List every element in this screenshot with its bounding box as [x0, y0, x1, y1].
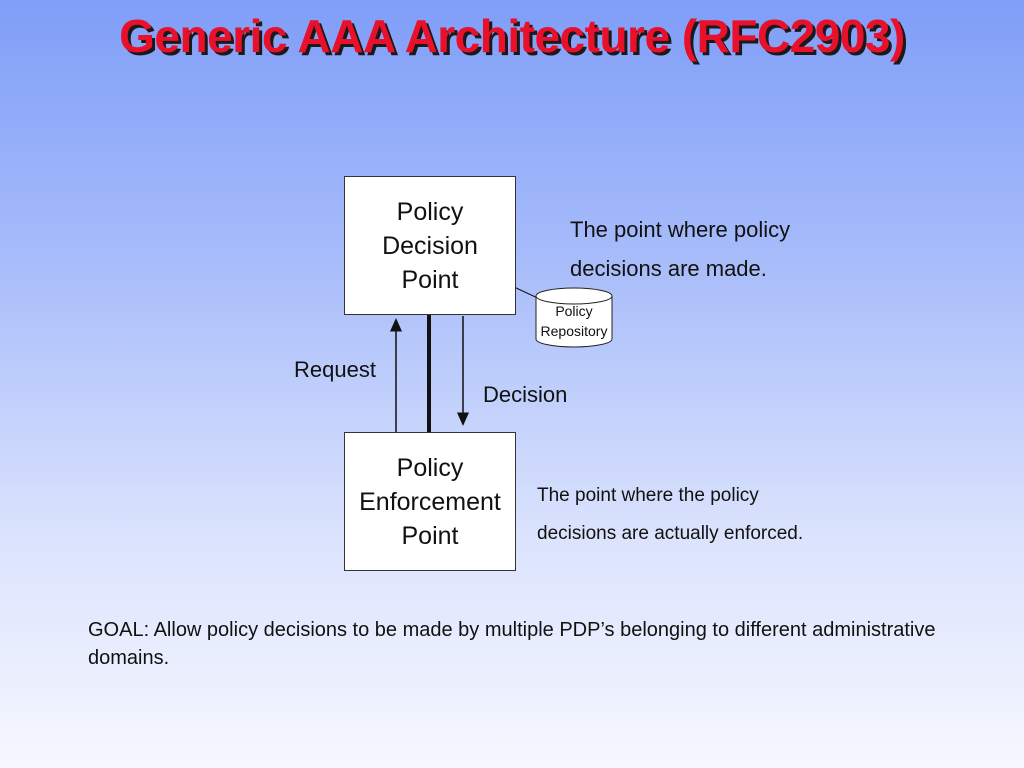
slide-title: Generic AAA Architecture (RFC2903) — [119, 10, 905, 62]
pdp-label: Policy Decision Point — [382, 197, 478, 294]
repository-label: Policy Repository — [540, 303, 608, 339]
pdp-description: The point where policy decisions are mad… — [570, 217, 791, 281]
pep-label: Policy Enforcement Point — [359, 453, 501, 550]
repository-cylinder — [535, 287, 613, 348]
policy-decision-point-box: Policy Decision Point — [344, 176, 516, 315]
decision-label: Decision — [483, 382, 568, 407]
policy-enforcement-point-box: Policy Enforcement Point — [344, 432, 516, 571]
request-label: Request — [294, 357, 376, 382]
pep-description: The point where the policy decisions are… — [537, 485, 804, 544]
goal-statement: GOAL: Allow policy decisions to be made … — [88, 619, 936, 669]
